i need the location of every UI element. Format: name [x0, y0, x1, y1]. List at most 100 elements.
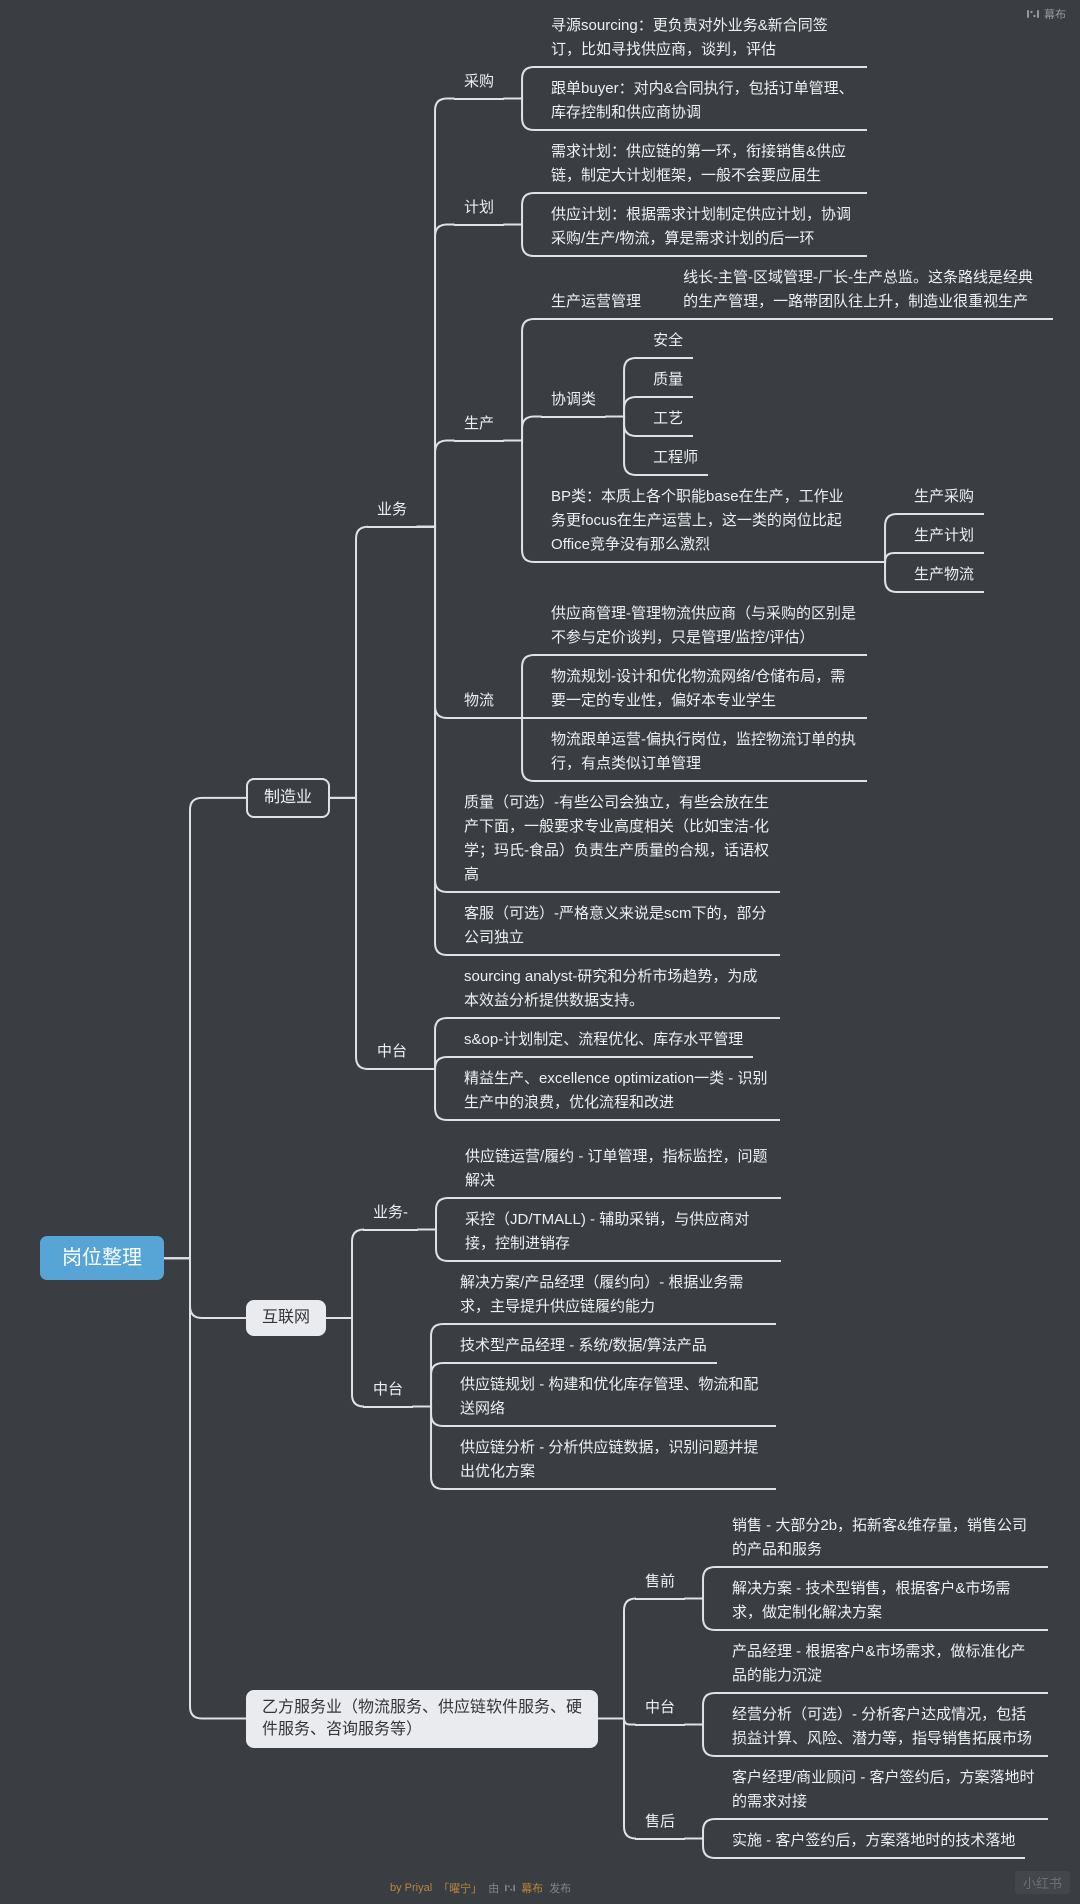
desc-node[interactable]: 质量 — [643, 366, 694, 398]
topic-with-note[interactable]: 生产运营管理线长-主管-区域管理-厂长-生产总监。这条路线是经典的生产管理，一路… — [541, 264, 1054, 320]
topic-node[interactable]: 售前 — [635, 1568, 686, 1600]
mindmap-branch: 供应链分析 - 分析供应链数据，识别问题并提出优化方案 — [450, 1434, 777, 1490]
children-group: 业务采购寻源sourcing：更负责对外业务&新合同签订，比如寻找供应商，谈判，… — [330, 12, 1054, 1121]
mubu-logo-icon — [505, 1883, 516, 1893]
children-group: 生产采购生产计划生产物流 — [867, 483, 985, 593]
topic-node[interactable]: 计划 — [454, 194, 505, 226]
topic-node[interactable]: 业务 — [367, 496, 418, 528]
desc-node[interactable]: sourcing analyst-研究和分析市场趋势，为成本效益分析提供数据支持… — [454, 963, 781, 1019]
desc-node[interactable]: 解决方案 - 技术型销售，根据客户&市场需求，做定制化解决方案 — [722, 1575, 1049, 1631]
topic-node[interactable]: 协调类 — [541, 386, 607, 418]
children-group: 产品经理 - 根据客户&市场需求，做标准化产品的能力沉淀经营分析（可选）- 分析… — [685, 1638, 1049, 1757]
byline-via: 由 — [488, 1883, 500, 1895]
mindmap-branch: 生产物流 — [904, 561, 985, 593]
children-group: 客户经理/商业顾问 - 客户签约后，方案落地时的需求对接实施 - 客户签约后，方… — [685, 1764, 1049, 1859]
desc-node[interactable]: 生产计划 — [904, 522, 985, 554]
mindmap-branch: 物流跟单运营-偏执行岗位，监控物流订单的执行，有点类似订单管理 — [541, 726, 868, 782]
mindmap-branch: 中台产品经理 - 根据客户&市场需求，做标准化产品的能力沉淀经营分析（可选）- … — [635, 1638, 1049, 1757]
mindmap-branch: 质量（可选）-有些公司会独立，有些会放在生产下面，一般要求专业高度相关（比如宝洁… — [454, 789, 781, 893]
desc-node[interactable]: 工程师 — [643, 444, 709, 476]
children-group: 安全质量工艺工程师 — [606, 327, 709, 476]
mindmap-branch: BP类：本质上各个职能base在生产，工作业务更focus在生产运营上，这一类的… — [541, 483, 985, 593]
desc-node[interactable]: 供应链规划 - 构建和优化库存管理、物流和配送网络 — [450, 1371, 777, 1427]
desc-node[interactable]: 质量（可选）-有些公司会独立，有些会放在生产下面，一般要求专业高度相关（比如宝洁… — [454, 789, 781, 893]
mubu-app-name: 幕布 — [1044, 9, 1066, 21]
mindmap-branch: 生产采购 — [904, 483, 985, 515]
children-group: 销售 - 大部分2b，拓新客&维存量，销售公司的产品和服务解决方案 - 技术型销… — [685, 1512, 1049, 1631]
desc-node[interactable]: s&op-计划制定、流程优化、库存水平管理 — [454, 1026, 754, 1058]
topic-node[interactable]: 生产 — [454, 410, 505, 442]
mindmap-branch: 售后客户经理/商业顾问 - 客户签约后，方案落地时的需求对接实施 - 客户签约后… — [635, 1764, 1049, 1859]
desc-node[interactable]: BP类：本质上各个职能base在生产，工作业务更focus在生产运营上，这一类的… — [541, 483, 868, 563]
desc-node[interactable]: 产品经理 - 根据客户&市场需求，做标准化产品的能力沉淀 — [722, 1638, 1049, 1694]
topic-node[interactable]: 物流 — [454, 687, 505, 719]
desc-node[interactable]: 寻源sourcing：更负责对外业务&新合同签订，比如寻找供应商，谈判，评估 — [541, 12, 868, 68]
mindmap-branch: 计划需求计划：供应链的第一环，衔接销售&供应链，制定大计划框架，一般不会要应届生… — [454, 138, 868, 257]
desc-node[interactable]: 工艺 — [643, 405, 694, 437]
desc-node[interactable]: 解决方案/产品经理（履约向）- 根据业务需求，主导提升供应链履约能力 — [450, 1269, 777, 1325]
desc-node[interactable]: 采控（JD/TMALL) - 辅助采销，与供应商对接，控制进销存 — [455, 1206, 782, 1262]
desc-node[interactable]: 精益生产、excellence optimization一类 - 识别生产中的浪… — [454, 1065, 781, 1121]
mindmap-branch: 供应链规划 - 构建和优化库存管理、物流和配送网络 — [450, 1371, 777, 1427]
mindmap-branch: 物流 供应商管理-管理物流供应商（与采购的区别是不参与定价谈判，只是管理/监控/评… — [454, 600, 868, 782]
children-group: 售前销售 - 大部分2b，拓新客&维存量，销售公司的产品和服务解决方案 - 技术… — [598, 1512, 1049, 1859]
mindmap-branch: 产品经理 - 根据客户&市场需求，做标准化产品的能力沉淀 — [722, 1638, 1049, 1694]
byline-app: 幕布 — [521, 1883, 544, 1895]
children-group: 采购寻源sourcing：更负责对外业务&新合同签订，比如寻找供应商，谈判，评估… — [417, 12, 1054, 956]
children-group: 寻源sourcing：更负责对外业务&新合同签订，比如寻找供应商，谈判，评估跟单… — [504, 12, 868, 131]
desc-node[interactable]: 实施 - 客户签约后，方案落地时的技术落地 — [722, 1827, 1026, 1859]
desc-node[interactable]: 安全 — [643, 327, 694, 359]
mindmap-branch: 生产计划 — [904, 522, 985, 554]
mindmap-branch: 采控（JD/TMALL) - 辅助采销，与供应商对接，控制进销存 — [455, 1206, 782, 1262]
desc-node[interactable]: 物流规划-设计和优化物流网络/仓储布局，需要一定的专业性，偏好本专业学生 — [541, 663, 868, 719]
root-node[interactable]: 岗位整理 — [40, 1236, 164, 1281]
desc-node[interactable]: 供应商管理-管理物流供应商（与采购的区别是不参与定价谈判，只是管理/监控/评估） — [541, 600, 868, 656]
desc-node[interactable]: 生产物流 — [904, 561, 985, 593]
desc-node[interactable]: 生产采购 — [904, 483, 985, 515]
mindmap-branch: 协调类安全质量工艺工程师 — [541, 327, 709, 476]
mindmap-branch: 精益生产、excellence optimization一类 - 识别生产中的浪… — [454, 1065, 781, 1121]
category-node[interactable]: 乙方服务业（物流服务、供应链软件服务、硬件服务、咨询服务等） — [246, 1689, 598, 1748]
mindmap-branch: s&op-计划制定、流程优化、库存水平管理 — [454, 1026, 754, 1058]
mindmap-branch: 经营分析（可选）- 分析客户达成情况，包括损益计算、风险、潜力等，指导销售拓展市… — [722, 1701, 1049, 1757]
topic-node[interactable]: 售后 — [635, 1808, 686, 1840]
topic-node[interactable]: 中台 — [635, 1694, 686, 1726]
mindmap-branch: 中台 解决方案/产品经理（履约向）- 根据业务需求，主导提升供应链履约能力技术型产… — [363, 1269, 777, 1490]
desc-node[interactable]: 供应链运营/履约 - 订单管理，指标监控，问题解决 — [455, 1143, 782, 1199]
mindmap-branch: 供应计划：根据需求计划制定供应计划，协调采购/生产/物流，算是需求计划的后一环 — [541, 201, 868, 257]
mindmap-branch: 业务采购寻源sourcing：更负责对外业务&新合同签订，比如寻找供应商，谈判，… — [367, 12, 1054, 956]
desc-node[interactable]: 技术型产品经理 - 系统/数据/算法产品 — [450, 1332, 717, 1364]
mindmap-branch: 售前销售 - 大部分2b，拓新客&维存量，销售公司的产品和服务解决方案 - 技术… — [635, 1512, 1049, 1631]
category-node[interactable]: 制造业 — [246, 777, 331, 818]
desc-node[interactable]: 供应计划：根据需求计划制定供应计划，协调采购/生产/物流，算是需求计划的后一环 — [541, 201, 868, 257]
mindmap-branch: 质量 — [643, 366, 694, 398]
mindmap-branch: 工艺 — [643, 405, 694, 437]
desc-node[interactable]: 客户经理/商业顾问 - 客户签约后，方案落地时的需求对接 — [722, 1764, 1049, 1820]
children-group: 生产运营管理线长-主管-区域管理-厂长-生产总监。这条路线是经典的生产管理，一路… — [504, 264, 1054, 593]
desc-node[interactable]: 物流跟单运营-偏执行岗位，监控物流订单的执行，有点类似订单管理 — [541, 726, 868, 782]
mindmap-branch: 工程师 — [643, 444, 709, 476]
byline-author: by Priyal — [390, 1882, 433, 1894]
desc-node[interactable]: 客服（可选）-严格意义来说是scm下的，部分公司独立 — [454, 900, 781, 956]
desc-node[interactable]: 跟单buyer：对内&合同执行，包括订单管理、库存控制和供应商协调 — [541, 75, 868, 131]
topic-node[interactable]: 采购 — [454, 68, 505, 100]
mindmap-branch: 解决方案/产品经理（履约向）- 根据业务需求，主导提升供应链履约能力 — [450, 1269, 777, 1325]
topic-node[interactable]: 业务- — [363, 1199, 419, 1231]
children-group: 需求计划：供应链的第一环，衔接销售&供应链，制定大计划框架，一般不会要应届生供应… — [504, 138, 868, 257]
desc-node[interactable]: 需求计划：供应链的第一环，衔接销售&供应链，制定大计划框架，一般不会要应届生 — [541, 138, 868, 194]
mindmap-branch: 供应商管理-管理物流供应商（与采购的区别是不参与定价谈判，只是管理/监控/评估） — [541, 600, 868, 656]
mindmap-tree: 岗位整理制造业业务采购寻源sourcing：更负责对外业务&新合同签订，比如寻找… — [40, 12, 1054, 1859]
children-group: 供应链运营/履约 - 订单管理，指标监控，问题解决采控（JD/TMALL) - … — [418, 1143, 782, 1262]
desc-node[interactable]: 经营分析（可选）- 分析客户达成情况，包括损益计算、风险、潜力等，指导销售拓展市… — [722, 1701, 1049, 1757]
desc-node[interactable]: 供应链分析 - 分析供应链数据，识别问题并提出优化方案 — [450, 1434, 777, 1490]
category-node[interactable]: 互联网 — [246, 1300, 327, 1336]
children-group: 业务-供应链运营/履约 - 订单管理，指标监控，问题解决采控（JD/TMALL)… — [326, 1143, 782, 1490]
desc-node[interactable]: 销售 - 大部分2b，拓新客&维存量，销售公司的产品和服务 — [722, 1512, 1049, 1568]
mindmap-branch: 寻源sourcing：更负责对外业务&新合同签订，比如寻找供应商，谈判，评估 — [541, 12, 868, 68]
topic-node: 生产运营管理 — [551, 293, 642, 310]
topic-node[interactable]: 中台 — [367, 1038, 418, 1070]
mindmap-branch: 需求计划：供应链的第一环，衔接销售&供应链，制定大计划框架，一般不会要应届生 — [541, 138, 868, 194]
topic-node[interactable]: 中台 — [363, 1376, 414, 1408]
mindmap-branch: 跟单buyer：对内&合同执行，包括订单管理、库存控制和供应商协调 — [541, 75, 868, 131]
